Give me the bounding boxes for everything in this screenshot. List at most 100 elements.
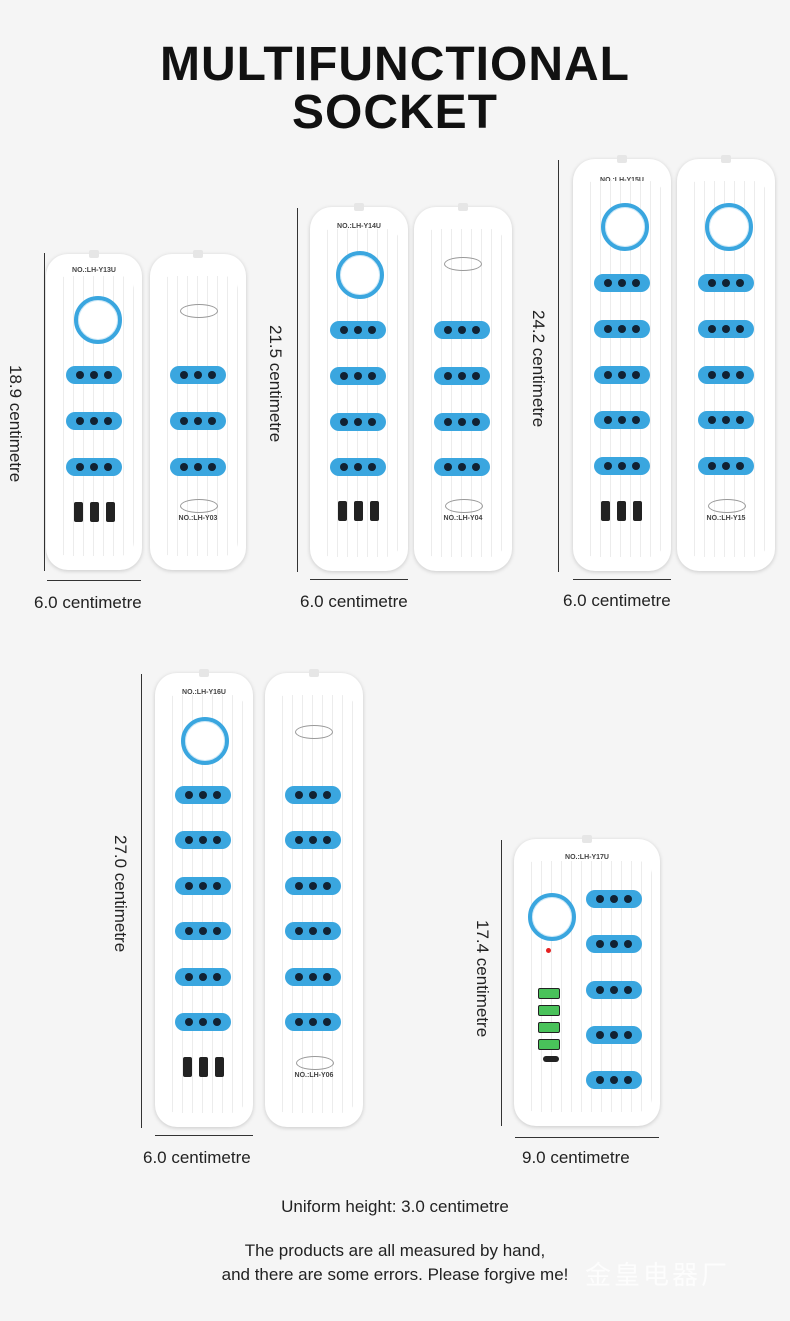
height-label: 24.2 centimetre <box>529 310 548 428</box>
socket-outlet <box>175 831 231 849</box>
socket-outlet <box>698 320 754 338</box>
power-strip-front: NO.:LH-Y15U <box>573 155 671 571</box>
socket-outlet <box>330 321 386 339</box>
height-dimension-line <box>558 160 559 572</box>
model-number: NO.:LH-Y14U <box>337 223 381 230</box>
model-number: NO.:LH-Y15U <box>573 177 671 184</box>
disclaimer-line-1: The products are all measured by hand, <box>244 1241 546 1260</box>
socket-outlet <box>434 458 490 476</box>
socket-outlet <box>285 786 341 804</box>
socket-outlet <box>594 457 650 475</box>
socket-outlet <box>170 366 226 384</box>
power-strip-back: NO.:LH-Y03 <box>150 250 246 570</box>
usb-port <box>538 988 560 999</box>
socket-outlet <box>170 458 226 476</box>
usb-c-port <box>543 1056 559 1062</box>
model-number: NO.:LH-Y13U <box>72 267 116 274</box>
power-switch <box>181 717 229 765</box>
width-label: 6.0 centimetre <box>300 592 408 611</box>
height-label: 18.9 centimetre <box>6 365 25 483</box>
usb-port <box>370 501 379 521</box>
socket-outlet <box>66 458 122 476</box>
height-dimension-line <box>141 674 142 1128</box>
brand-logo-icon <box>180 304 218 318</box>
socket-outlet <box>594 366 650 384</box>
usb-port <box>633 501 642 521</box>
socket-outlet <box>698 457 754 475</box>
height-dimension-line <box>44 253 45 571</box>
socket-outlet <box>66 412 122 430</box>
socket-outlet <box>285 968 341 986</box>
socket-outlet <box>586 890 642 908</box>
socket-outlet <box>330 413 386 431</box>
power-strip-back: NO.:LH-Y15 <box>677 155 775 571</box>
watermark: 金皇电器厂 <box>585 1260 731 1290</box>
socket-outlet <box>698 411 754 429</box>
brand-logo-icon <box>708 499 746 513</box>
socket-outlet <box>586 1071 642 1089</box>
socket-outlet <box>586 981 642 999</box>
power-strip-front: NO.:LH-Y13U <box>46 250 142 570</box>
socket-outlet <box>434 367 490 385</box>
power-strip-back: NO.:LH-Y06 <box>265 669 363 1127</box>
model-number: NO.:LH-Y16U <box>182 689 226 696</box>
socket-outlet <box>170 412 226 430</box>
socket-outlet <box>66 366 122 384</box>
usb-port <box>338 501 347 521</box>
usb-port <box>538 1022 560 1033</box>
socket-outlet <box>594 320 650 338</box>
width-dimension-line <box>155 1135 253 1136</box>
socket-outlet <box>285 831 341 849</box>
usb-port <box>215 1057 224 1077</box>
width-label: 9.0 centimetre <box>522 1148 630 1167</box>
power-switch <box>74 296 122 344</box>
usb-port <box>601 501 610 521</box>
power-switch <box>528 893 576 941</box>
height-label: 17.4 centimetre <box>473 920 492 1038</box>
brand-logo-icon <box>445 499 483 513</box>
width-dimension-line <box>573 579 671 580</box>
socket-outlet <box>285 922 341 940</box>
usb-port <box>538 1005 560 1016</box>
width-dimension-line <box>515 1137 659 1138</box>
uniform-height-note: Uniform height: 3.0 centimetre <box>281 1197 509 1216</box>
usb-port <box>617 501 626 521</box>
socket-outlet <box>586 935 642 953</box>
socket-outlet <box>698 366 754 384</box>
socket-outlet <box>330 367 386 385</box>
socket-outlet <box>175 968 231 986</box>
width-dimension-line <box>47 580 141 581</box>
width-label: 6.0 centimetre <box>563 591 671 610</box>
model-number: NO.:LH-Y17U <box>565 854 609 861</box>
page-title-line-2: SOCKET <box>291 86 498 139</box>
socket-outlet <box>434 413 490 431</box>
brand-logo-icon <box>180 499 218 513</box>
height-dimension-line <box>297 208 298 572</box>
width-label: 6.0 centimetre <box>143 1148 251 1167</box>
width-dimension-line <box>310 579 408 580</box>
power-switch <box>601 203 649 251</box>
socket-outlet <box>285 877 341 895</box>
brand-logo-icon <box>444 257 482 271</box>
back-model-number: NO.:LH-Y03 <box>178 515 218 522</box>
height-label: 27.0 centimetre <box>111 835 130 953</box>
back-model-number: NO.:LH-Y15 <box>706 515 746 522</box>
socket-outlet <box>175 877 231 895</box>
socket-outlet <box>586 1026 642 1044</box>
back-model-number: NO.:LH-Y06 <box>294 1072 334 1079</box>
back-model-number: NO.:LH-Y04 <box>443 515 483 522</box>
disclaimer-line-2: and there are some errors. Please forgiv… <box>221 1265 569 1284</box>
power-strip-front: NO.:LH-Y16U <box>155 669 253 1127</box>
socket-outlet <box>594 274 650 292</box>
height-label: 21.5 centimetre <box>266 325 285 443</box>
socket-outlet <box>698 274 754 292</box>
width-label: 6.0 centimetre <box>34 593 142 612</box>
usb-port <box>199 1057 208 1077</box>
power-strip-front: NO.:LH-Y14U <box>310 203 408 571</box>
usb-port <box>106 502 115 522</box>
power-switch <box>705 203 753 251</box>
socket-outlet <box>285 1013 341 1031</box>
socket-outlet <box>594 411 650 429</box>
usb-port <box>354 501 363 521</box>
power-strip-front: NO.:LH-Y17U <box>514 835 660 1126</box>
